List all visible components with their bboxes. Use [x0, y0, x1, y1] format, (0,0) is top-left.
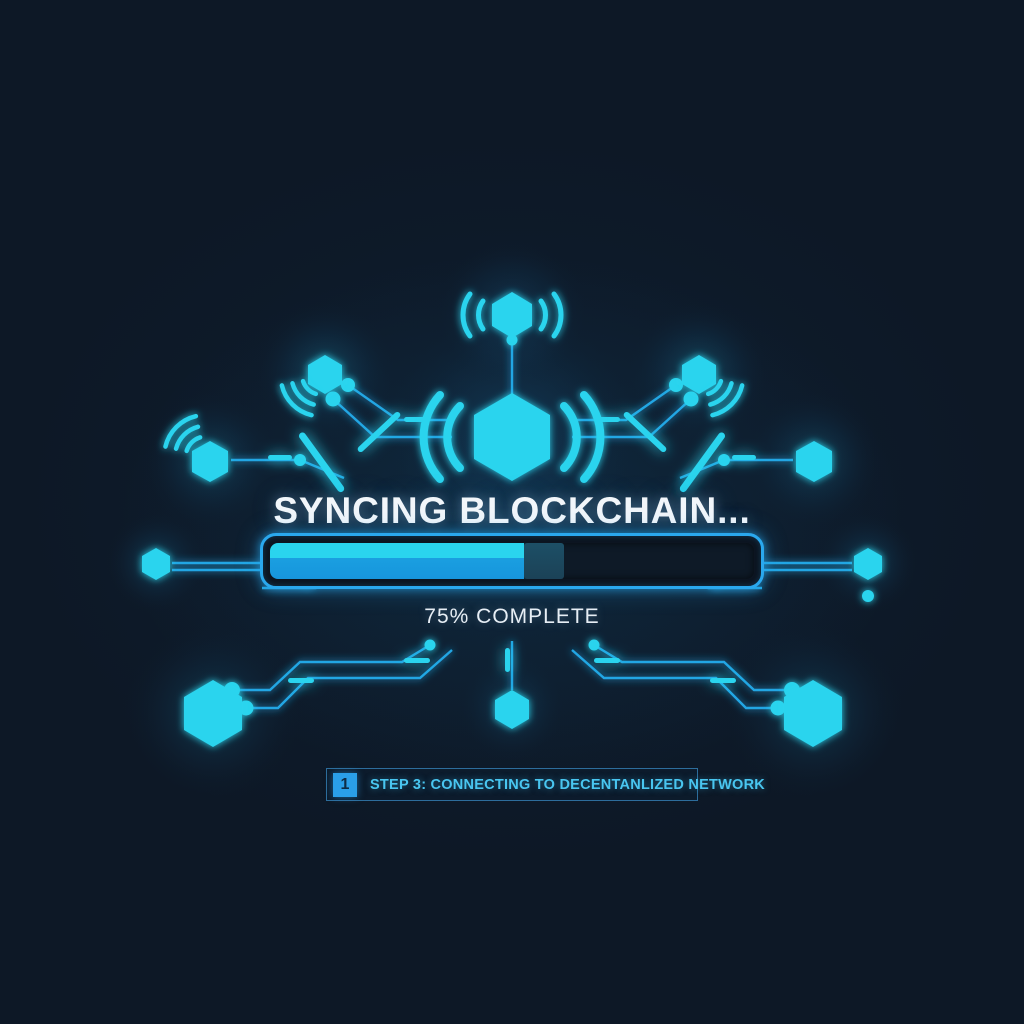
bar-right-node	[854, 548, 882, 580]
circuit-dash-accents	[268, 411, 756, 683]
right-node	[796, 441, 832, 482]
signal-arc-group	[163, 291, 745, 483]
progress-fill	[270, 543, 524, 579]
hex-node-group	[142, 292, 882, 747]
status-message: STEP 3: CONNECTING TO DECENTANLIZED NETW…	[370, 776, 766, 793]
bottom-left-node	[184, 680, 242, 747]
upper-right-node	[682, 355, 716, 394]
upper-left-signal-icon	[279, 378, 319, 418]
progress-bar[interactable]	[260, 533, 764, 589]
bottom-center-node	[495, 690, 529, 729]
center-hub-node	[474, 393, 550, 481]
upper-left-node	[308, 355, 342, 394]
page-title: SYNCING BLOCKCHAIN...	[273, 490, 751, 531]
bar-left-node	[142, 548, 170, 580]
left-node	[192, 441, 228, 482]
step-number-badge: 1	[333, 772, 357, 797]
top-hub-signal-icon	[460, 291, 564, 339]
progress-track	[270, 543, 754, 579]
top-hub-node	[492, 292, 532, 338]
center-hub-signal-icon	[419, 391, 605, 483]
bottom-right-node	[784, 680, 842, 747]
progress-leading-chunk	[524, 543, 564, 579]
status-badge[interactable]: 1 STEP 3: CONNECTING TO DECENTANLIZED NE…	[326, 768, 765, 801]
upper-right-signal-icon	[705, 378, 745, 418]
left-node-signal-icon	[163, 413, 203, 454]
progress-percent-label: 75% COMPLETE	[424, 605, 600, 628]
